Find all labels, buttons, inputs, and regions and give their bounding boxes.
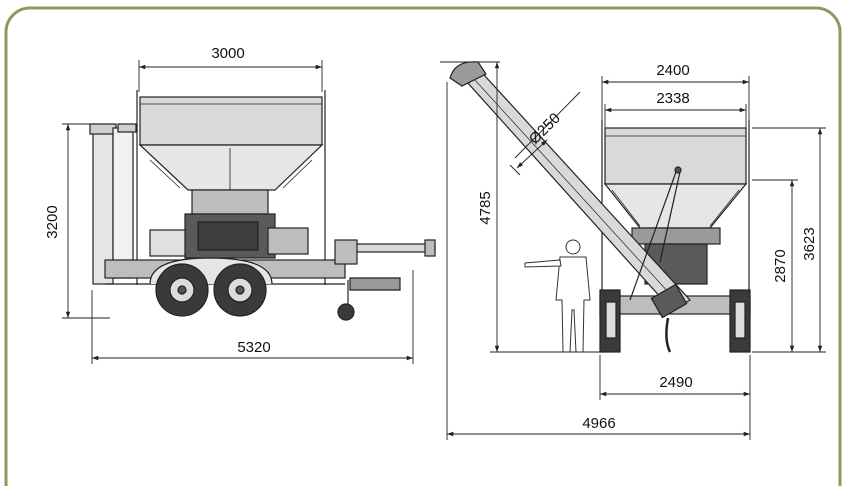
label-dim-3000: 3000 bbox=[211, 45, 244, 62]
label-dim-4966: 4966 bbox=[582, 415, 615, 432]
dim-line-d250 bbox=[516, 139, 548, 169]
label-dim-5320: 5320 bbox=[237, 339, 270, 356]
label-dim-4785: 4785 bbox=[477, 191, 494, 224]
label-dim-2400: 2400 bbox=[656, 62, 689, 79]
side-view-drawing bbox=[89, 90, 436, 321]
label-dim-2870: 2870 bbox=[772, 249, 789, 282]
human-scale-figure bbox=[524, 239, 591, 353]
label-dim-2490: 2490 bbox=[659, 374, 692, 391]
end-dimension-lines bbox=[440, 61, 826, 440]
side-jockey-wheel bbox=[337, 303, 355, 321]
side-drawbar bbox=[344, 243, 436, 253]
side-funnel bbox=[138, 144, 324, 191]
label-dim-3200: 3200 bbox=[44, 205, 61, 238]
label-dim-3623: 3623 bbox=[801, 227, 818, 260]
end-view-drawing bbox=[449, 61, 751, 353]
side-dimension-lines bbox=[62, 60, 414, 364]
label-dim-2338: 2338 bbox=[656, 90, 689, 107]
side-hopper-box bbox=[139, 96, 323, 146]
